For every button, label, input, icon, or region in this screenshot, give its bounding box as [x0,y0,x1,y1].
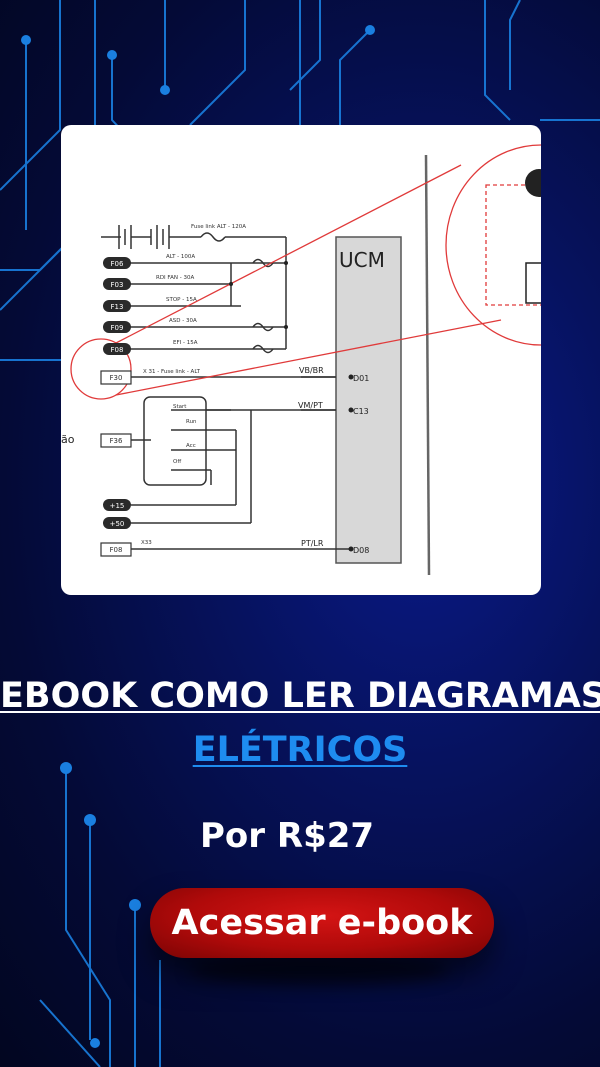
connector-label: F08 [111,346,124,354]
connector-label: F30 [110,374,123,382]
connector-label: F36 [110,437,123,445]
wire-label: X33 [141,540,152,546]
wire-label: VB/BR [299,366,324,375]
connector-label: F03 [111,281,124,289]
switch-label: Acc [186,443,196,449]
fuse-label: Fuse link ALT - 120A [191,224,246,230]
fuse-label: ALT - 100A [166,254,195,260]
wire-label: VM/PT [298,401,323,410]
connector-label: +15 [110,502,125,510]
wire-label: PT/LR [301,539,324,548]
pin-label: C13 [353,407,369,416]
ucm-label: UCM [339,248,385,272]
title-line-1: EBOOK COMO LER DIAGRAMAS [0,676,600,716]
wiring-diagram-image: F06 F03 F13 F09 F08 +15 +50 F30 F36 F08 … [61,125,541,595]
side-text: ão [61,433,75,446]
fuse-label: ASD - 30A [169,318,197,324]
connector-label: F13 [111,303,124,311]
connector-label: F06 [111,260,124,268]
fuse-label: EFI - 15A [173,340,198,346]
switch-label: Run [186,419,197,425]
button-shadow [190,955,450,985]
connector-label: F09 [111,324,124,332]
wiring-diagram: F06 F03 F13 F09 F08 +15 +50 F30 F36 F08 … [61,144,541,576]
pin-label: D01 [353,374,369,383]
title-line-2: ELÉTRICOS [192,730,408,770]
switch-label: Off [173,459,181,465]
fuse-label: X 31 - Fuse link - ALT [143,369,201,375]
switch-label: Start [173,404,187,410]
connector-label: F08 [110,546,123,554]
fuse-label: STOP - 15A [166,297,197,303]
price-text: Por R$27 [200,816,375,856]
connector-label: +50 [110,520,125,528]
pin-label: D08 [353,546,369,555]
access-ebook-button[interactable]: Acessar e-book [150,888,494,958]
fuse-label: RDI FAN - 30A [156,275,194,281]
